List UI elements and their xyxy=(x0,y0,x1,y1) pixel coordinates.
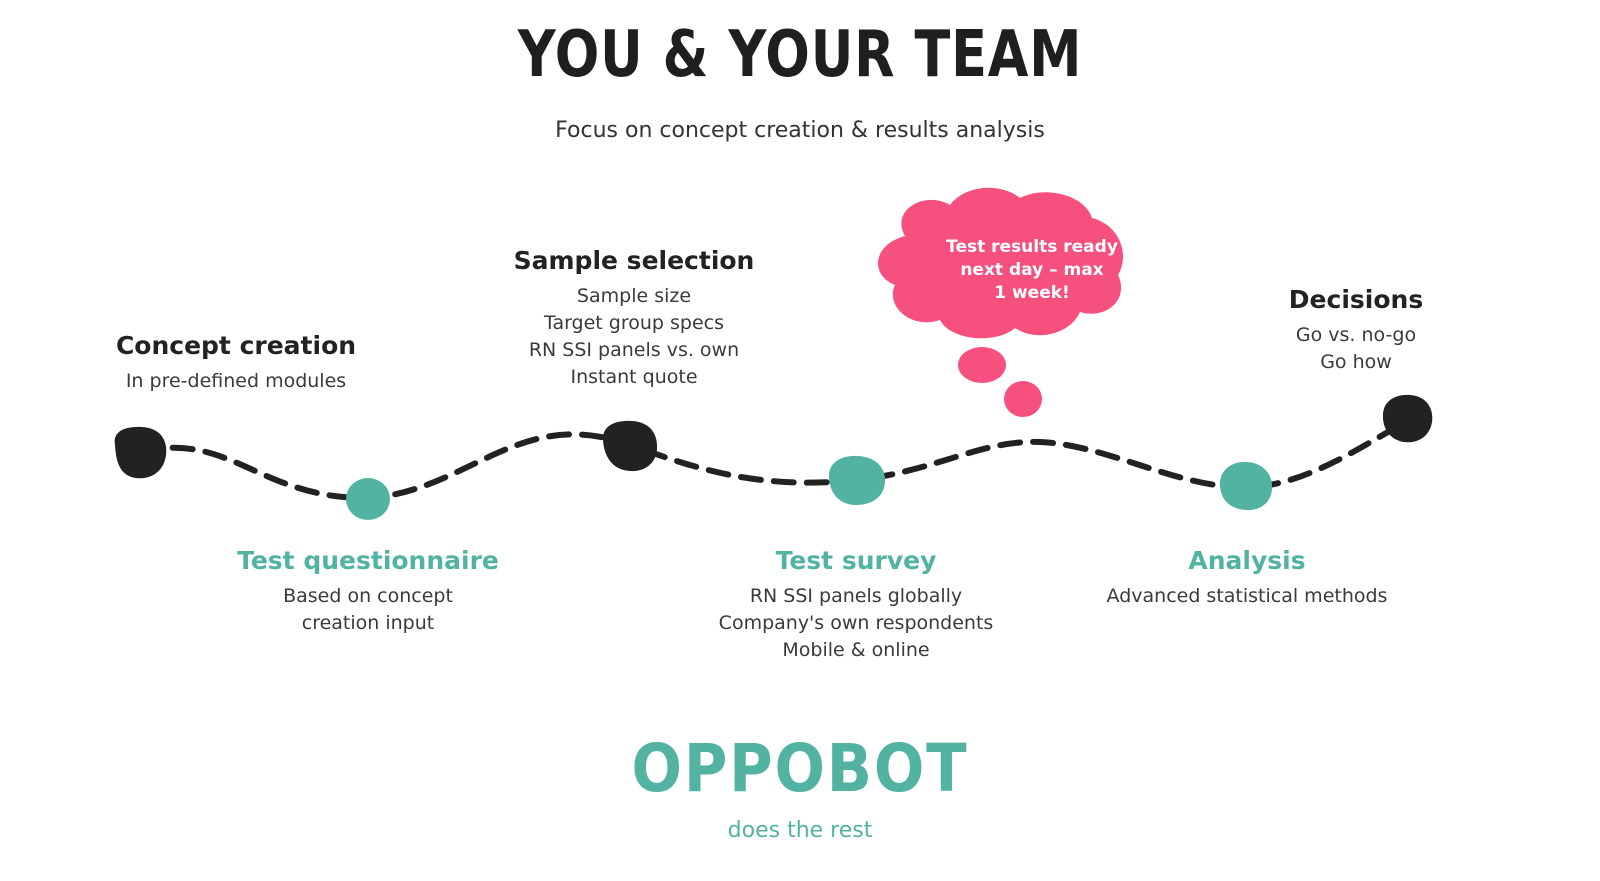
node-concept-creation xyxy=(114,426,167,479)
step-sample-selection: Sample selection Sample size Target grou… xyxy=(514,246,755,391)
dashed-path xyxy=(137,417,1413,502)
thought-bubble-line: 1 week! xyxy=(994,283,1070,303)
step-test-questionnaire: Test questionnaire Based on concept crea… xyxy=(237,546,499,637)
step-line: Sample size xyxy=(576,285,692,307)
thought-bubble xyxy=(878,187,1123,417)
step-title: Test survey xyxy=(775,546,937,575)
step-decisions: Decisions Go vs. no-go Go how xyxy=(1289,285,1423,376)
step-description: Based on concept creation input xyxy=(237,583,499,637)
brand-logo: OPPOBOT xyxy=(631,730,969,807)
step-line: Go how xyxy=(1320,351,1392,373)
node-test-questionnaire xyxy=(346,478,390,520)
thought-bubble-line: next day – max xyxy=(960,260,1104,280)
node-decisions xyxy=(1382,394,1433,443)
step-title: Sample selection xyxy=(513,246,755,275)
step-line: Advanced statistical methods xyxy=(1106,585,1388,607)
step-description: In pre-defined modules xyxy=(116,368,356,395)
step-line: RN SSI panels vs. own xyxy=(528,339,740,361)
step-line: Instant quote xyxy=(570,366,698,388)
page-title: YOU & YOUR TEAM xyxy=(517,18,1083,92)
brand-tagline: does the rest xyxy=(727,818,873,843)
thought-bubble-line: Test results ready xyxy=(946,237,1118,257)
step-description: RN SSI panels globally Company's own res… xyxy=(719,583,994,664)
step-title: Analysis xyxy=(1188,546,1306,575)
step-line: creation input xyxy=(301,612,435,634)
step-line: Go vs. no-go xyxy=(1295,324,1417,346)
step-test-survey: Test survey RN SSI panels globally Compa… xyxy=(719,546,994,664)
step-concept-creation: Concept creation In pre-defined modules xyxy=(116,331,356,395)
node-analysis xyxy=(1219,461,1273,511)
step-analysis: Analysis Advanced statistical methods xyxy=(1107,546,1388,610)
step-title: Test questionnaire xyxy=(237,546,499,575)
node-sample-selection xyxy=(602,420,658,472)
step-line: Company's own respondents xyxy=(718,612,994,634)
thought-bubble-text: Test results ready next day – max 1 week… xyxy=(946,236,1118,305)
step-description: Advanced statistical methods xyxy=(1107,583,1388,610)
step-line: In pre-defined modules xyxy=(125,370,347,392)
step-line: Based on concept xyxy=(283,585,453,607)
step-line: RN SSI panels globally xyxy=(749,585,963,607)
step-description: Sample size Target group specs RN SSI pa… xyxy=(514,283,755,391)
step-description: Go vs. no-go Go how xyxy=(1289,322,1423,376)
step-title: Concept creation xyxy=(115,331,357,360)
step-title: Decisions xyxy=(1288,285,1424,314)
step-line: Mobile & online xyxy=(782,639,930,661)
page-subtitle: Focus on concept creation & results anal… xyxy=(555,118,1045,143)
step-line: Target group specs xyxy=(543,312,725,334)
node-test-survey xyxy=(828,455,886,505)
